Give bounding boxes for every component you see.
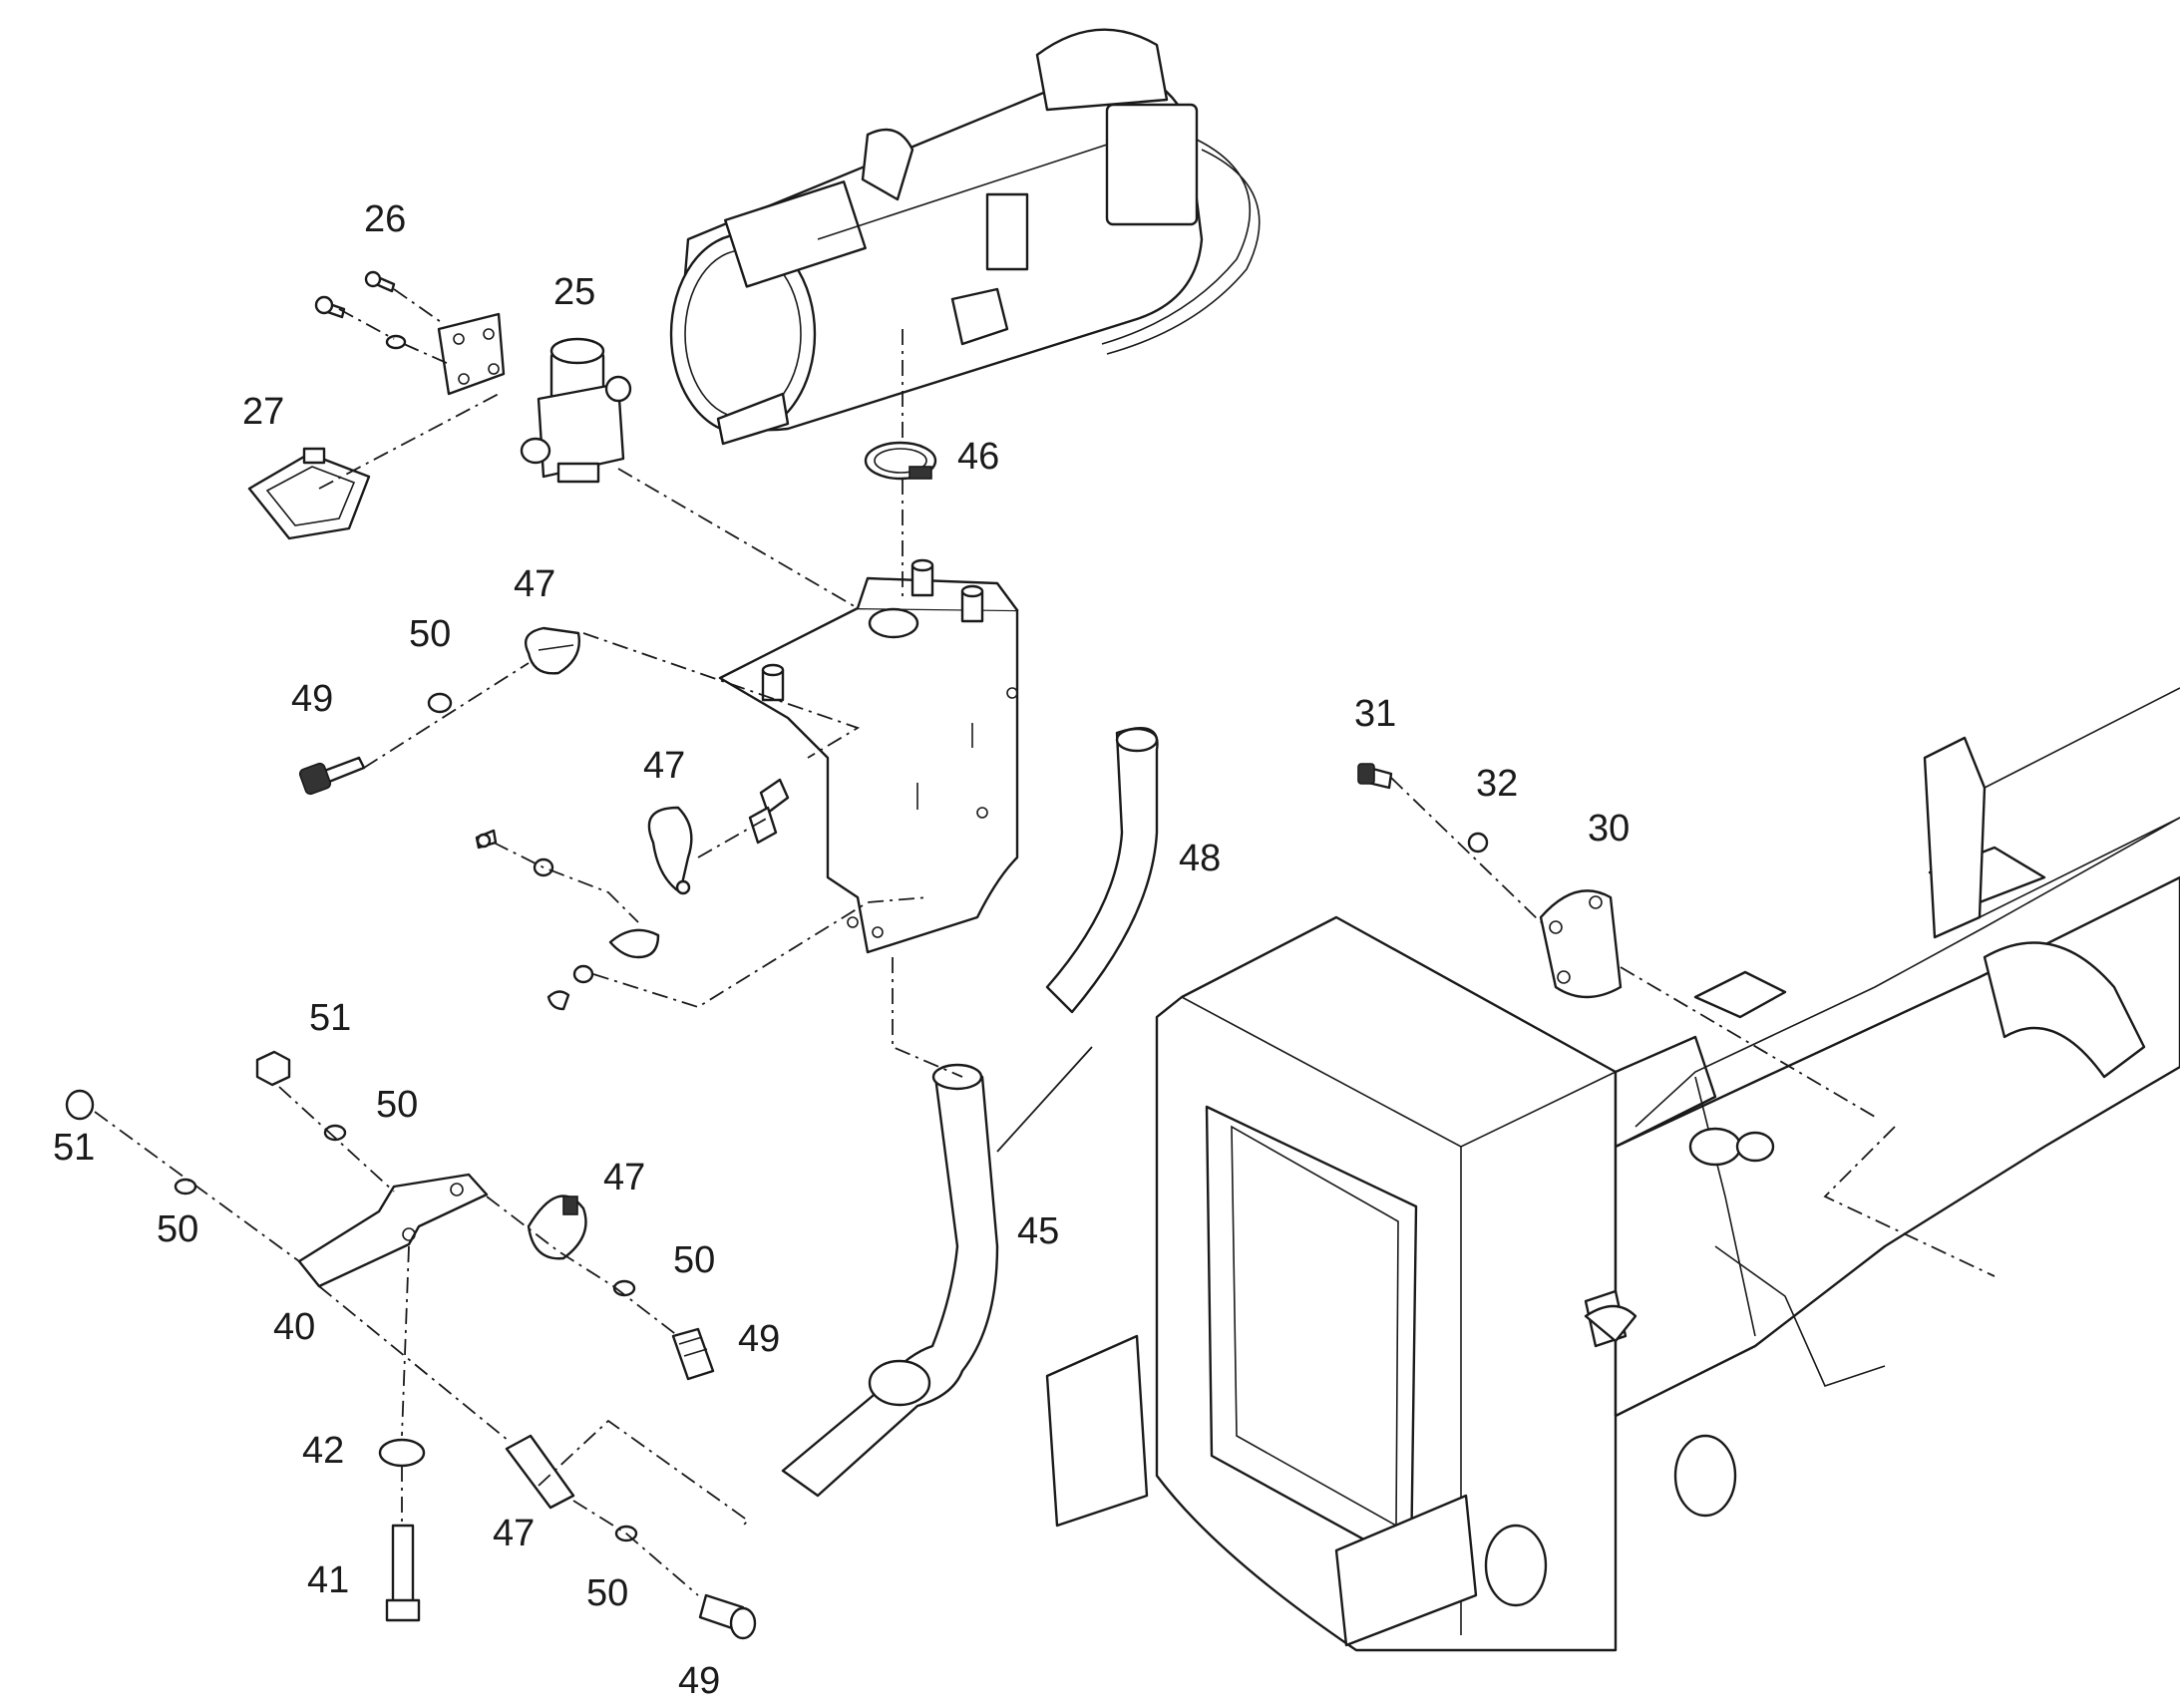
plate-30 xyxy=(1539,889,1623,999)
callout-46: 46 xyxy=(957,436,999,478)
washer-32 xyxy=(1467,832,1489,854)
callout-25: 25 xyxy=(553,271,595,313)
nut-51-a xyxy=(255,1050,291,1087)
bolt-41 xyxy=(385,1524,421,1622)
callout-30: 30 xyxy=(1588,808,1630,850)
callout-50-a: 50 xyxy=(409,613,451,655)
callout-32: 32 xyxy=(1476,763,1518,805)
callout-50-d: 50 xyxy=(673,1239,715,1281)
callout-49-c: 49 xyxy=(678,1660,720,1702)
callout-26: 26 xyxy=(364,198,406,240)
callout-50-e: 50 xyxy=(586,1572,628,1614)
callout-48: 48 xyxy=(1179,838,1221,879)
screw-49-bottom xyxy=(698,1593,757,1640)
callout-47-d: 47 xyxy=(493,1513,535,1554)
callout-51-a: 51 xyxy=(309,997,351,1039)
callout-45: 45 xyxy=(1017,1210,1059,1252)
valve-25 xyxy=(520,337,632,484)
callout-42: 42 xyxy=(302,1430,344,1472)
bolt-middle xyxy=(748,778,790,845)
clip-47-lower xyxy=(527,1195,587,1260)
callout-41: 41 xyxy=(307,1559,349,1601)
callout-31: 31 xyxy=(1354,693,1396,735)
callout-50-c: 50 xyxy=(157,1208,198,1250)
screw-49-middle xyxy=(671,1327,715,1381)
bolt-31 xyxy=(1357,763,1393,790)
machine-frame xyxy=(1045,687,2180,1652)
clip-47-middle xyxy=(647,806,693,895)
callout-49-a: 49 xyxy=(291,678,333,720)
callout-labels: 26 25 27 46 47 50 49 47 48 31 32 30 51 5… xyxy=(53,198,1630,1702)
screw-49-upper xyxy=(298,756,366,796)
callout-47-a: 47 xyxy=(514,563,555,605)
leader-lines xyxy=(94,288,1996,1596)
callout-47-c: 47 xyxy=(603,1157,645,1198)
hose-48 xyxy=(1045,727,1159,1014)
washer-50-b xyxy=(323,1124,347,1142)
heater-unit xyxy=(669,28,1261,446)
plate-26 xyxy=(314,270,506,396)
clip-47-upper xyxy=(524,626,580,675)
callout-27: 27 xyxy=(242,391,284,433)
bracket-40 xyxy=(297,1173,489,1288)
bracket-27 xyxy=(247,447,371,540)
callout-49-b: 49 xyxy=(738,1318,780,1360)
callout-50-b: 50 xyxy=(376,1084,418,1126)
clamp-46 xyxy=(864,441,937,481)
callout-40: 40 xyxy=(273,1306,315,1348)
nut-51-b xyxy=(65,1089,95,1121)
clip-47-bottom xyxy=(505,1434,575,1510)
callout-51-b: 51 xyxy=(53,1127,95,1169)
washer-42 xyxy=(378,1438,426,1468)
small-hardware-middle xyxy=(475,829,660,1011)
washer-50-upper xyxy=(427,692,453,714)
hose-45 xyxy=(781,1063,999,1498)
washer-50-c xyxy=(174,1178,197,1196)
callout-47-b: 47 xyxy=(643,745,685,787)
mounting-bracket xyxy=(718,558,1019,954)
